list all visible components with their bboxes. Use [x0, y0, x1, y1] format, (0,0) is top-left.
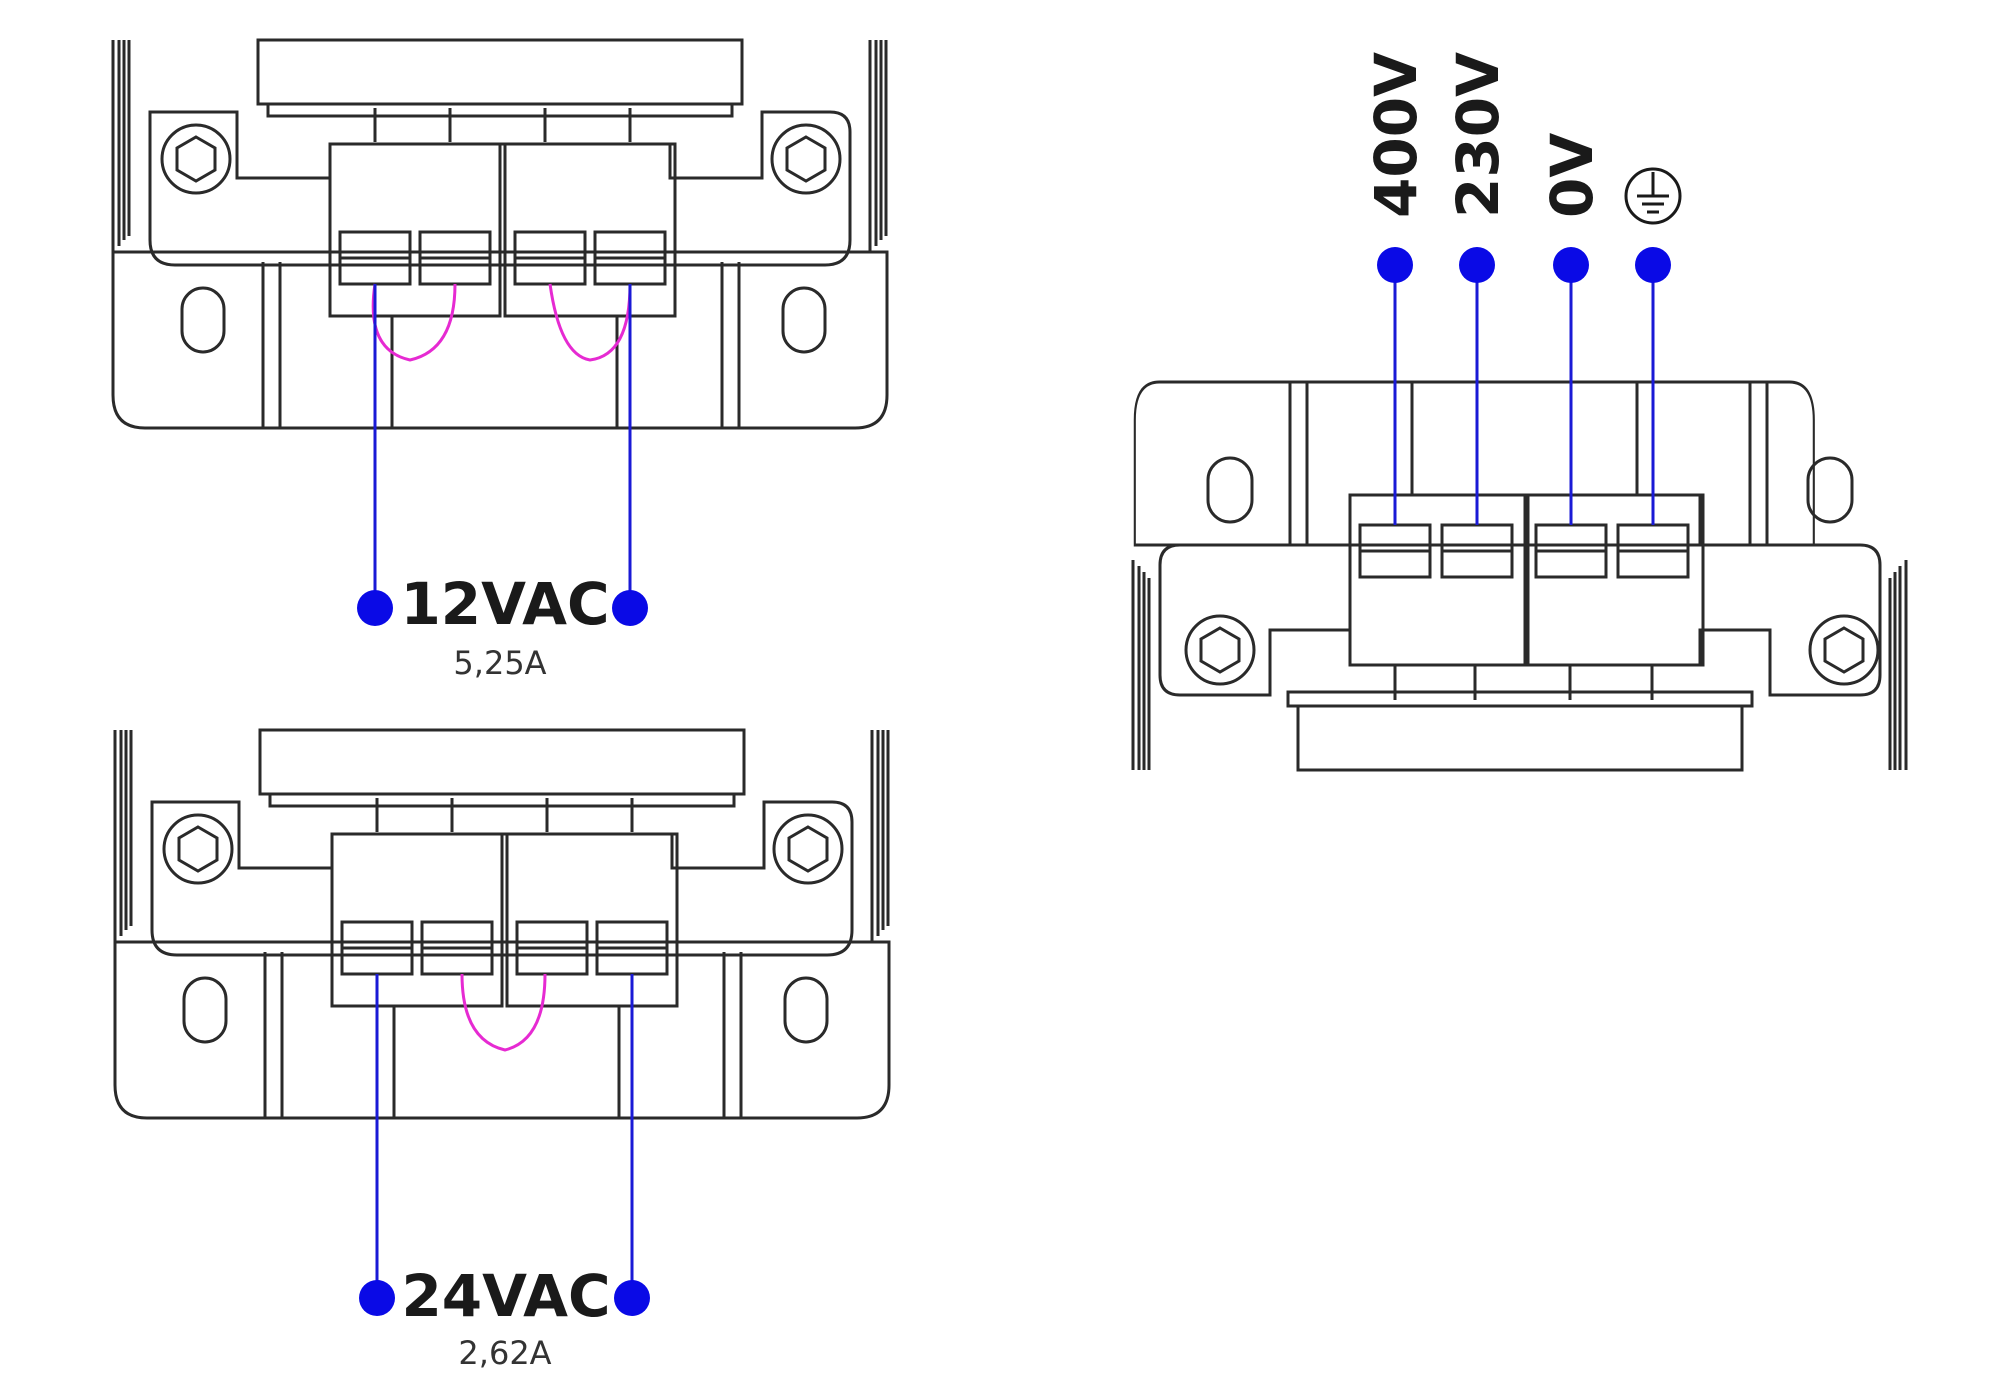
- transformer-core: [111, 38, 888, 252]
- base-plate: [113, 940, 891, 1120]
- mounting-slot: [1806, 456, 1854, 524]
- bolt-icon: [772, 813, 844, 885]
- terminal-dot: [357, 590, 393, 626]
- secondary-12vac-unit: [111, 38, 889, 430]
- terminal-dot: [614, 1280, 650, 1316]
- terminal-block: [330, 832, 679, 1008]
- jumper-wire: [460, 973, 547, 1052]
- primary-unit: [1131, 380, 1908, 772]
- base-plate: [1133, 380, 1815, 547]
- terminal-label-0v: 0V: [1538, 133, 1606, 218]
- terminal-dot: [359, 1280, 395, 1316]
- jumper-wire: [548, 283, 632, 362]
- terminal-block: [328, 142, 677, 318]
- terminal-dot: [612, 590, 648, 626]
- jumper-wire: [371, 283, 457, 362]
- ground-icon: [1624, 167, 1682, 225]
- secondary-24vac-unit: [113, 728, 891, 1120]
- current-label-24vac: 2,62A: [458, 1334, 551, 1372]
- mounting-bracket: [150, 800, 854, 957]
- bolt-icon: [770, 123, 842, 195]
- base-plate: [111, 250, 889, 430]
- transformer-core: [113, 728, 890, 942]
- terminal-block: [1348, 493, 1705, 667]
- bolt-icon: [160, 123, 232, 195]
- mounting-slot: [783, 976, 829, 1044]
- bolt-icon: [162, 813, 234, 885]
- terminal-label-400v: 400V: [1362, 52, 1430, 218]
- terminal-dot: [1553, 247, 1589, 283]
- mounting-slot: [182, 976, 228, 1044]
- terminal-label-230v: 230V: [1444, 52, 1512, 218]
- mounting-bracket: [1158, 493, 1882, 697]
- current-label-12vac: 5,25A: [453, 644, 546, 682]
- voltage-label-12vac: 12VAC: [400, 570, 609, 638]
- terminal-dot: [1459, 247, 1495, 283]
- terminal-dot: [1635, 247, 1671, 283]
- terminal-dot: [1377, 247, 1413, 283]
- bolt-icon: [1808, 614, 1880, 686]
- voltage-label-24vac: 24VAC: [401, 1262, 610, 1330]
- mounting-bracket: [148, 110, 852, 267]
- mounting-slot: [1206, 456, 1254, 524]
- transformer-core: [1131, 560, 1908, 772]
- mounting-slot: [180, 286, 226, 354]
- bolt-icon: [1184, 614, 1256, 686]
- mounting-slot: [781, 286, 827, 354]
